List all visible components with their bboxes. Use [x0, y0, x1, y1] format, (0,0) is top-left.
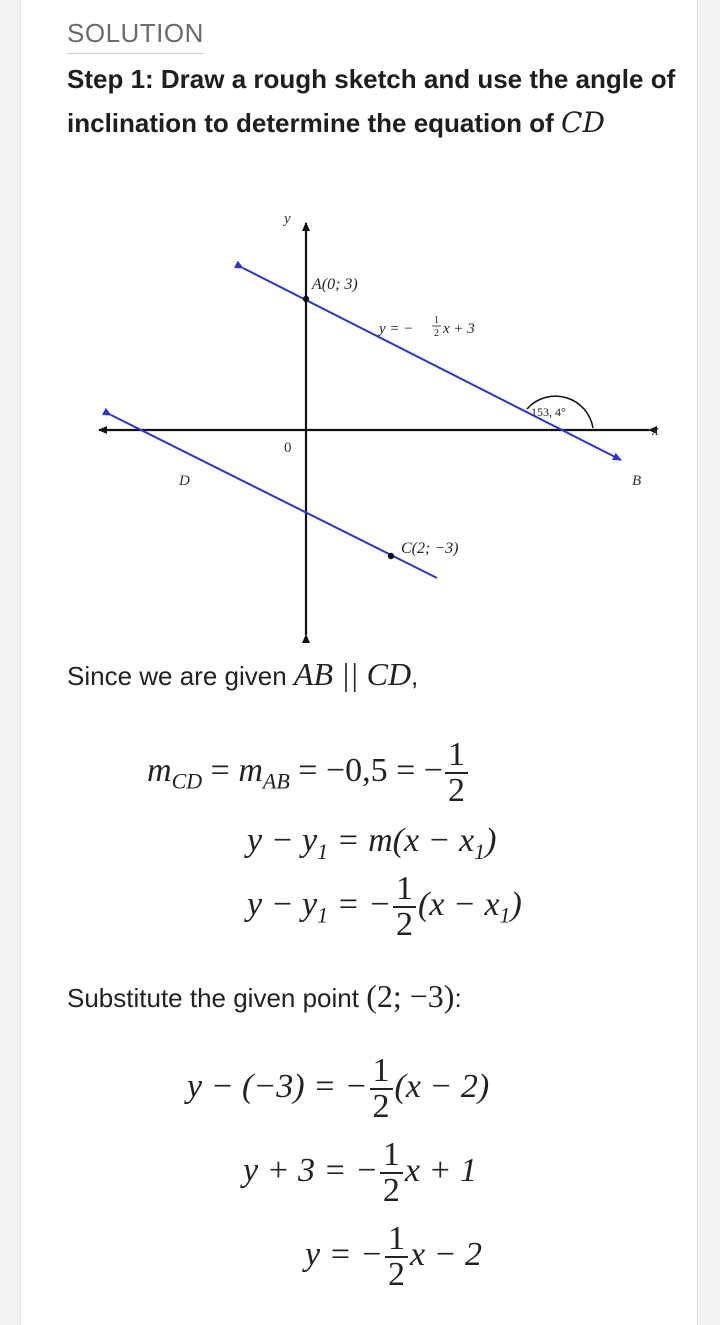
given-suffix: , [411, 661, 419, 691]
label-d: D [178, 473, 190, 489]
eq2-lhs-sub: 1 [317, 838, 329, 864]
line-ab-eq-prefix: y = − [377, 321, 413, 337]
given-math: AB || CD [293, 656, 412, 692]
eq2-lhs: y − y [247, 822, 318, 859]
line-ab-eq-den: 2 [434, 328, 439, 339]
eq1-lhs-m: m [147, 751, 172, 789]
eq1-mid-m: m [238, 751, 263, 789]
point-a-label: A(0; 3) [311, 276, 358, 293]
substitute-prefix: Substitute the given point [67, 983, 367, 1013]
eq4-num: 1 [372, 1052, 390, 1089]
eq5-rhs: x + 1 [404, 1151, 477, 1189]
angle-label: 153, 4° [531, 405, 566, 419]
substitute-point: (2; −3) [366, 978, 455, 1014]
sketch-graph: y x 0 A(0; 3) C(2; −3) D B 153, 4° y = −… [98, 211, 659, 643]
eq6-lhs: y = − [305, 1235, 383, 1273]
eq4-den: 2 [369, 1088, 393, 1124]
eq3-num: 1 [396, 870, 414, 907]
eq3-den: 2 [393, 906, 417, 942]
eq1-rest: = −0,5 = − [289, 751, 443, 789]
step-title-math: CD [561, 106, 605, 139]
eq3-rhs: (x − x [418, 885, 500, 923]
eq6-num: 1 [387, 1220, 405, 1257]
eq6-den: 2 [384, 1256, 408, 1292]
eq5-den: 2 [379, 1172, 403, 1208]
label-b: B [632, 473, 641, 489]
eq1-den: 2 [444, 772, 468, 808]
solution-card: SOLUTION Step 1: Draw a rough sketch and… [20, 0, 698, 1325]
eq5-num: 1 [382, 1136, 400, 1173]
eq4-rhs: (x − 2) [394, 1067, 490, 1105]
point-a [302, 295, 310, 303]
eq1-lhs-sub: CD [171, 768, 203, 794]
eq3-close: ) [510, 885, 522, 923]
line-cd [102, 407, 438, 579]
equation-2: y − y1 = m(x − x1) [247, 822, 496, 865]
eq1-num: 1 [447, 736, 465, 773]
eq1-eq: = [202, 751, 239, 789]
eq3-lhs-sub: 1 [317, 902, 329, 928]
given-statement: Since we are given AB || CD, [67, 656, 418, 693]
line-ab [234, 260, 622, 461]
y-axis-label: y [282, 211, 291, 227]
line-ab-eq-num: 1 [434, 315, 439, 326]
eq2-close: ) [485, 822, 497, 859]
eq3-lhs: y − y [247, 885, 318, 923]
eq1-mid-sub: AB [262, 768, 290, 794]
section-label: SOLUTION [67, 18, 204, 54]
point-c-label: C(2; −3) [401, 540, 458, 557]
eq2-rhs: = m(x − x [328, 822, 475, 859]
substitute-suffix: : [454, 983, 462, 1013]
eq4-lhs: y − (−3) = − [187, 1067, 368, 1105]
angle-arc [526, 395, 594, 429]
given-prefix: Since we are given [67, 661, 294, 691]
substitute-statement: Substitute the given point (2; −3): [67, 978, 462, 1015]
eq3-rhs-sub: 1 [499, 902, 511, 928]
x-axis-label: x [651, 423, 659, 439]
line-ab-eq-suffix: x + 3 [442, 321, 475, 337]
eq5-lhs: y + 3 = − [243, 1151, 378, 1189]
origin-label: 0 [284, 440, 292, 456]
point-c [387, 552, 395, 560]
eq3-eq: = − [328, 885, 392, 923]
step-title-text: Step 1: Draw a rough sketch and use the … [67, 64, 676, 138]
eq2-rhs-sub: 1 [474, 838, 486, 864]
step-title: Step 1: Draw a rough sketch and use the … [67, 58, 677, 145]
eq6-rhs: x − 2 [409, 1235, 483, 1273]
